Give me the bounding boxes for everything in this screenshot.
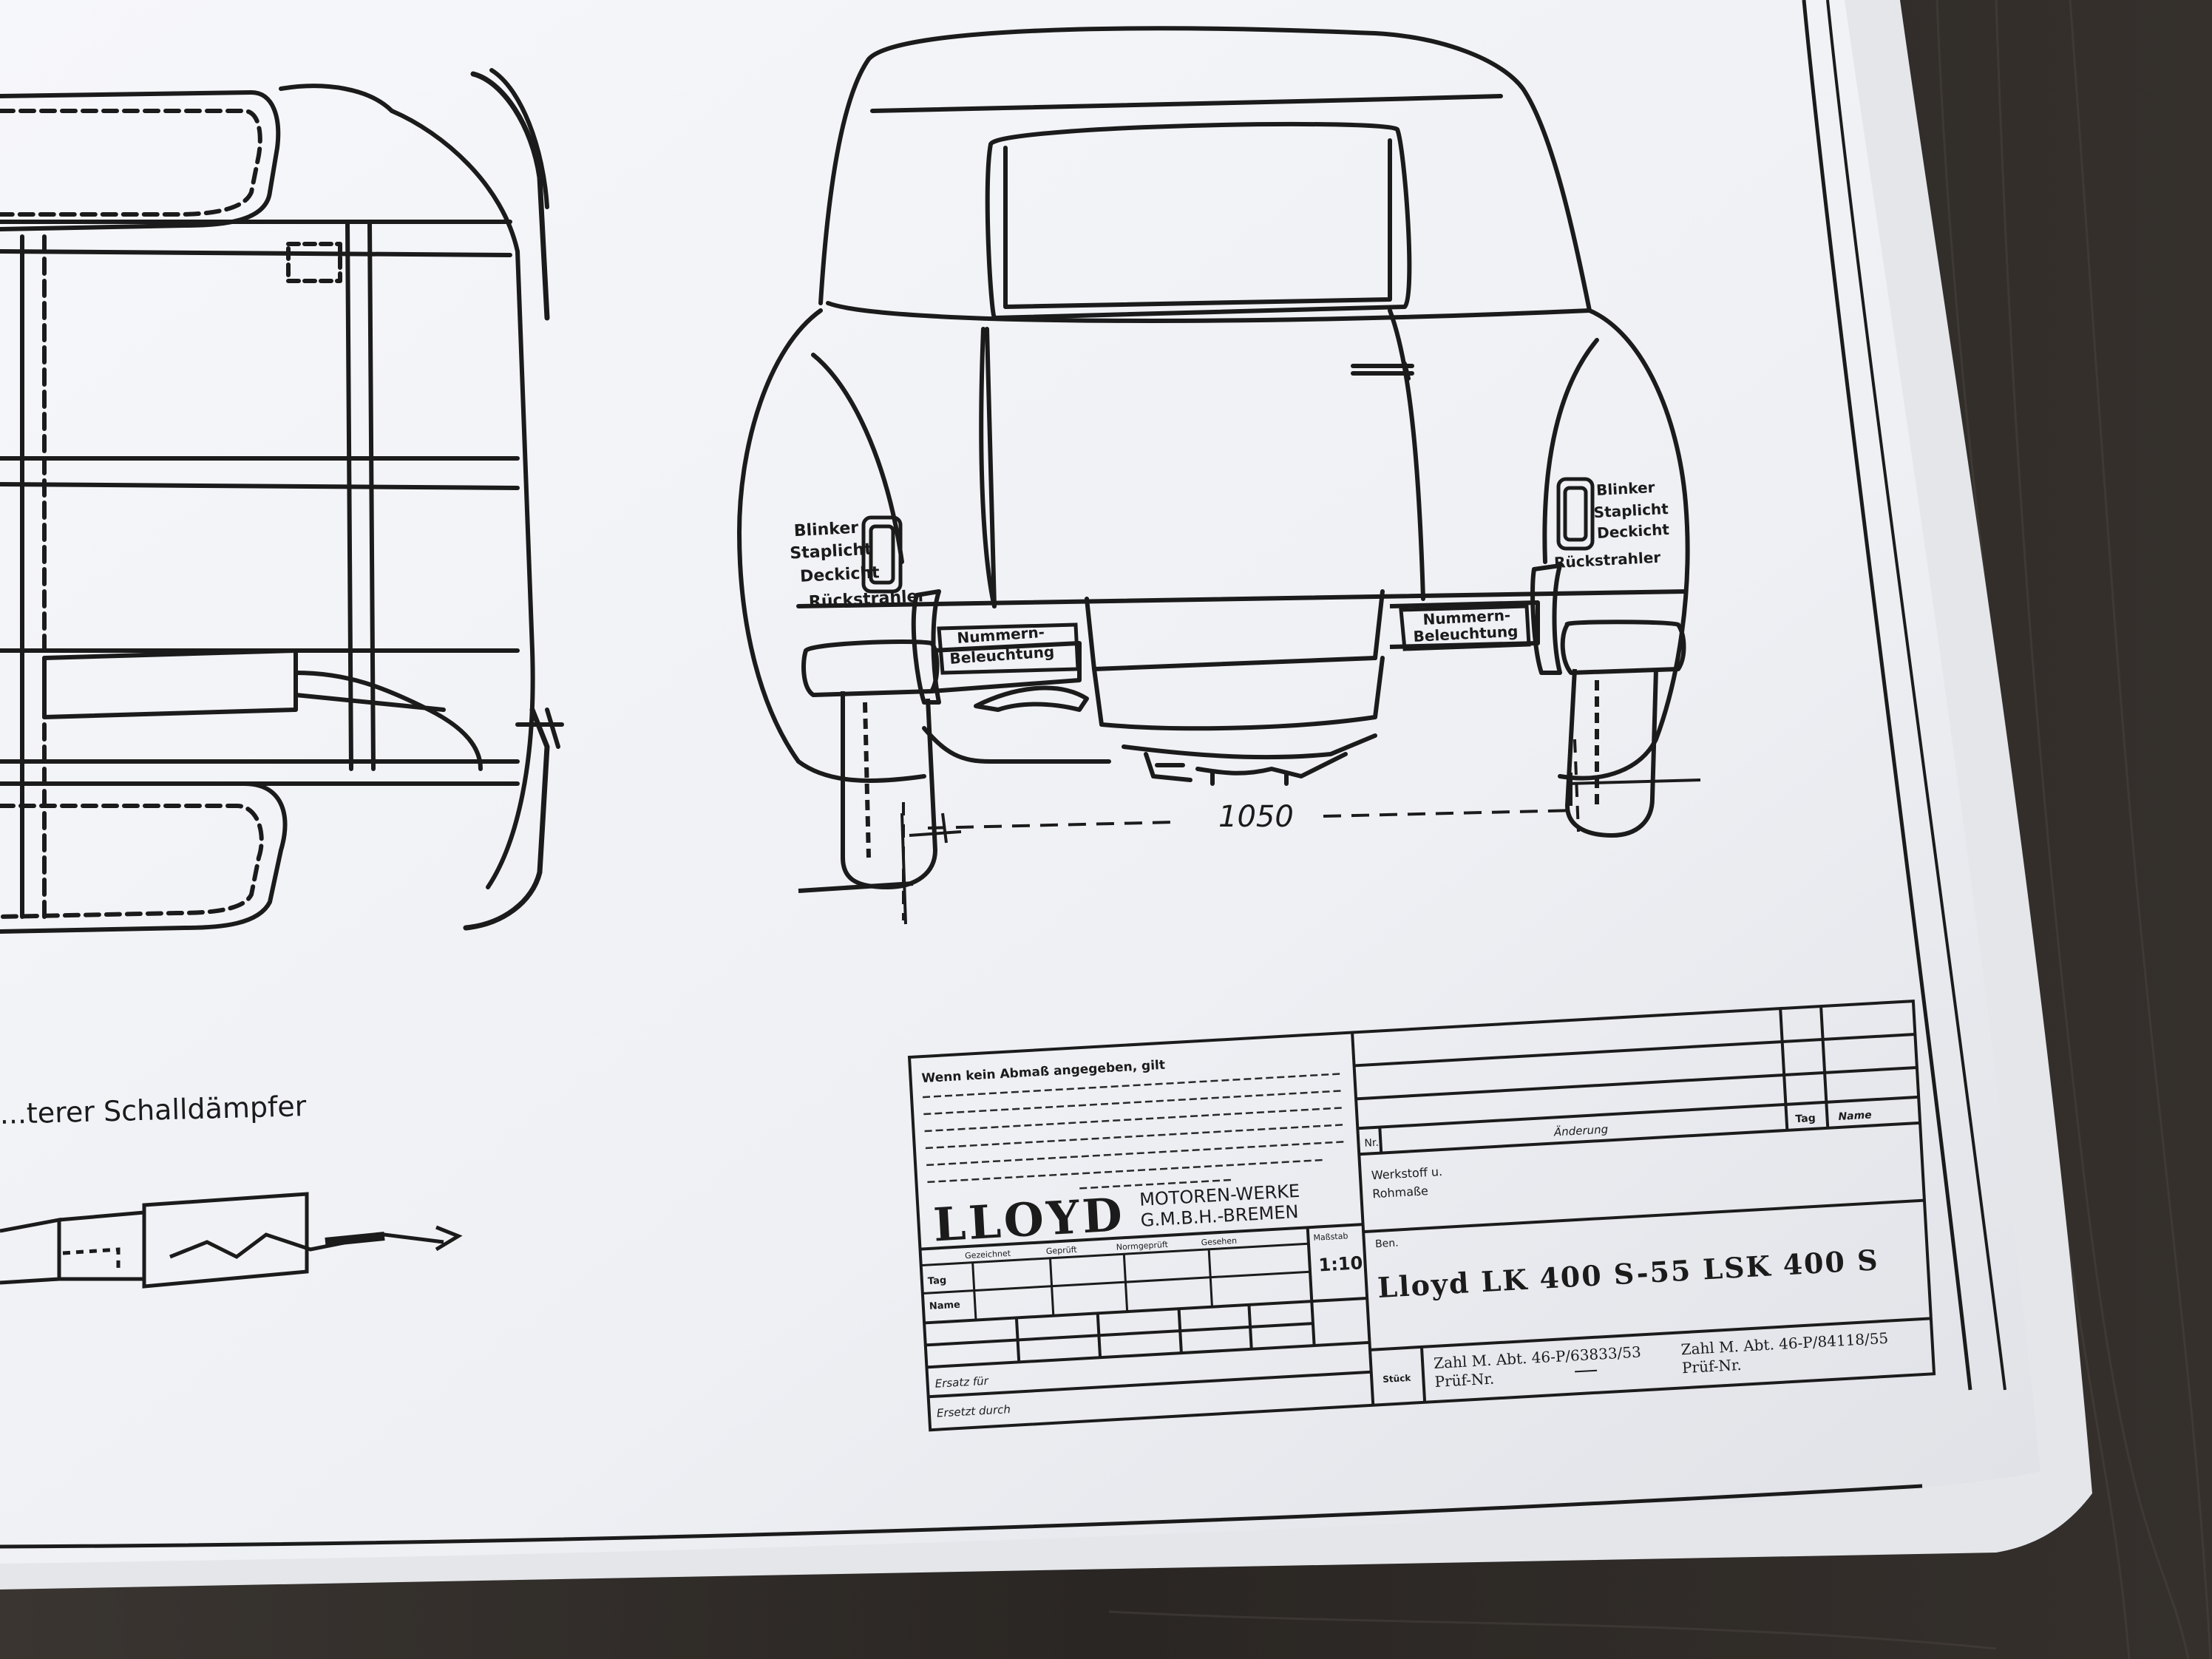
- lloyd-logo: LLOYD: [932, 1187, 1127, 1252]
- car-rear-view: [737, 26, 1690, 786]
- muffler-label: ...terer Schalldämpfer: [0, 1090, 307, 1130]
- svg-text:Normgeprüft: Normgeprüft: [1116, 1240, 1169, 1252]
- plate-light-labels: Nummern- Beleuchtung Nummern- Beleuchtun…: [949, 606, 1519, 668]
- svg-text:Geprüft: Geprüft: [1046, 1245, 1078, 1256]
- exhaust-schematic: [0, 1192, 463, 1289]
- svg-text:Staplicht: Staplicht: [790, 540, 873, 563]
- svg-text:Ben.: Ben.: [1375, 1237, 1399, 1250]
- svg-text:Prüf-Nr.: Prüf-Nr.: [1434, 1370, 1495, 1391]
- svg-text:Name: Name: [929, 1300, 960, 1312]
- svg-text:Maßstab: Maßstab: [1313, 1231, 1348, 1243]
- lamp-housings: [861, 477, 1595, 594]
- svg-text:Rohmaße: Rohmaße: [1372, 1184, 1429, 1201]
- plate-light-boxes: [937, 604, 1531, 675]
- svg-text:Stück: Stück: [1382, 1373, 1412, 1385]
- svg-text:Deckicht: Deckicht: [1597, 520, 1670, 542]
- chassis-underside-view: [0, 68, 564, 934]
- svg-text:Änderung: Änderung: [1553, 1122, 1608, 1139]
- wood-grain: [1108, 0, 2212, 1659]
- svg-text:Name: Name: [1838, 1109, 1872, 1123]
- svg-text:Tag: Tag: [1795, 1113, 1816, 1125]
- right-lamp-labels: Blinker Staplicht Deckicht Rückstrahler: [1554, 478, 1670, 571]
- svg-text:Nr.: Nr.: [1364, 1137, 1379, 1150]
- svg-text:Blinker: Blinker: [793, 519, 859, 541]
- svg-text:Gezeichnet: Gezeichnet: [965, 1249, 1011, 1261]
- right-bumper: [1389, 563, 1701, 838]
- scale-value: 1:10: [1318, 1252, 1363, 1275]
- svg-text:Ersatz für: Ersatz für: [934, 1374, 989, 1391]
- svg-text:Ersetzt durch: Ersetzt durch: [936, 1402, 1011, 1420]
- svg-text:Staplicht: Staplicht: [1593, 500, 1669, 521]
- standard-note-text: [922, 1073, 1348, 1190]
- paper-sheet: [0, 0, 2040, 1564]
- dimension-label: 1050: [1218, 800, 1294, 834]
- dimension-line: [902, 739, 1580, 920]
- svg-text:Deckicht: Deckicht: [799, 563, 880, 586]
- svg-text:Gesehen: Gesehen: [1201, 1236, 1237, 1248]
- svg-text:Prüf-Nr.: Prüf-Nr.: [1681, 1356, 1742, 1377]
- svg-text:Tag: Tag: [928, 1275, 947, 1287]
- svg-text:Blinker: Blinker: [1595, 478, 1655, 499]
- drawing-frame: [0, 0, 2006, 1549]
